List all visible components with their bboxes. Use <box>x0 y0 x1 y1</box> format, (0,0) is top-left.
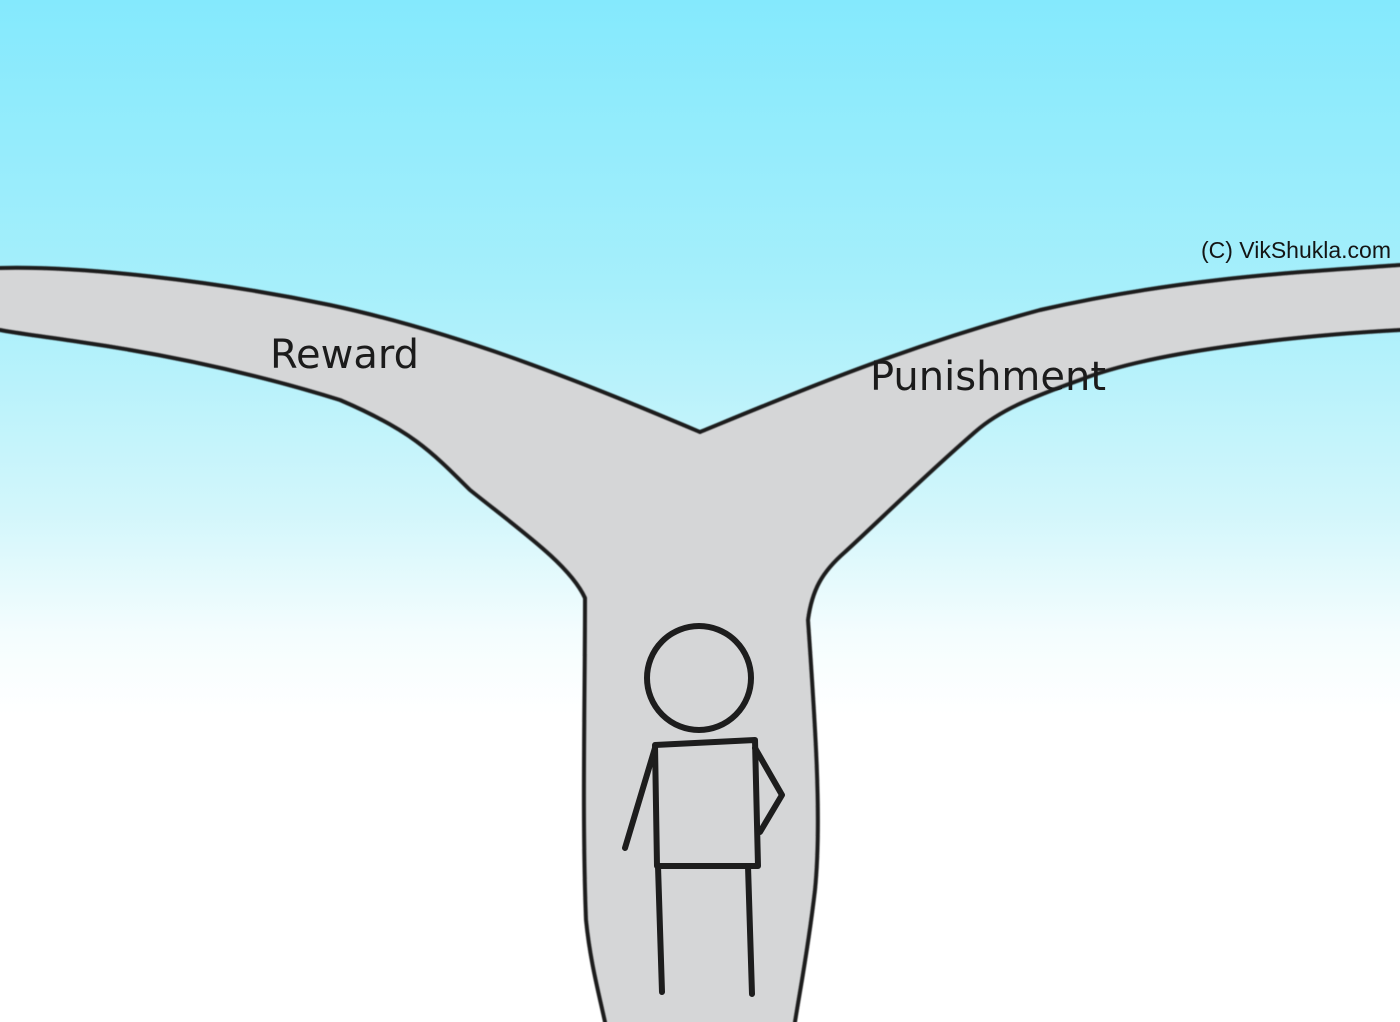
forked-road <box>0 263 1400 1022</box>
road-right-edge <box>793 328 1400 1022</box>
figure-body <box>652 737 761 869</box>
figure-head <box>644 623 754 733</box>
road-surface <box>0 265 1400 1022</box>
figure-right-leg <box>745 863 755 997</box>
reward-label: Reward <box>270 332 419 378</box>
figure-right-arm <box>752 745 785 835</box>
copyright-notice: (C) VikShukla.com <box>1201 237 1391 263</box>
punishment-label: Punishment <box>870 354 1106 400</box>
road-left-edge <box>0 328 607 1022</box>
figure-left-arm <box>622 745 658 851</box>
figure-left-leg <box>655 863 665 995</box>
stick-figure <box>622 623 785 997</box>
road-top-edge <box>0 263 1400 434</box>
